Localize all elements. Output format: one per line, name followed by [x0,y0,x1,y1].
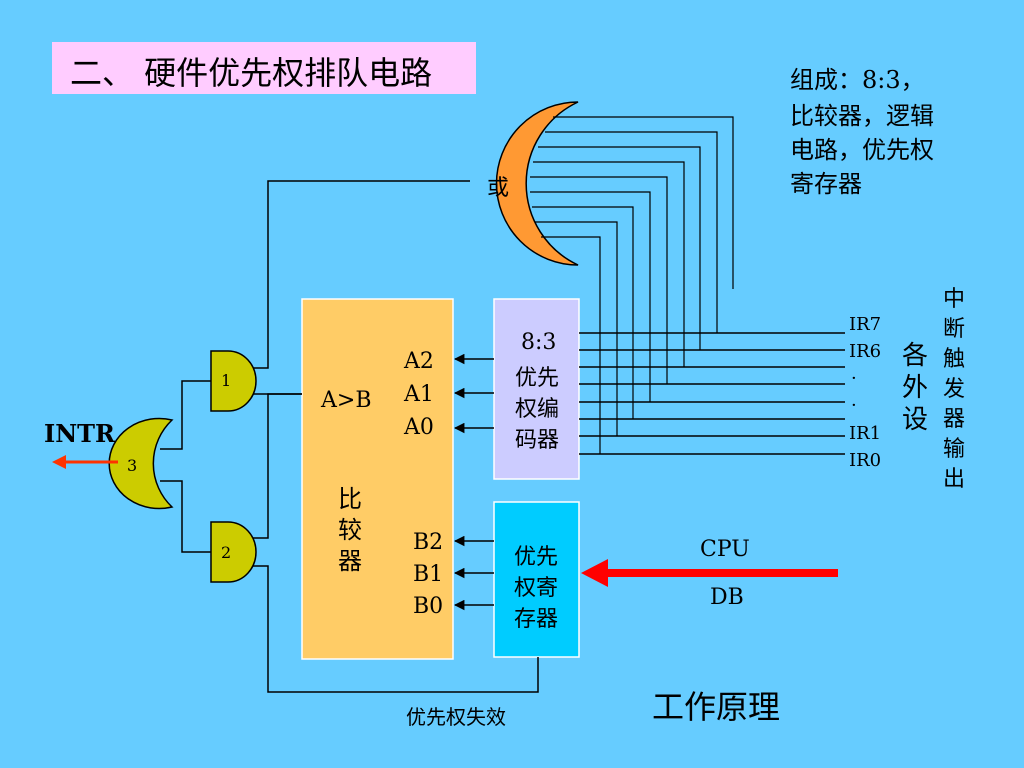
composition-note-line1: 组成：8:3， [790,66,925,94]
or-gate-label: 或 [487,176,510,201]
composition-note-line3: 电路，优先权 [790,136,934,164]
db-label: DB [710,585,744,610]
working-principle-label: 工作原理 [652,688,781,726]
input-b0: B0 [413,594,444,619]
trigger-char-6: 输 [942,437,965,462]
ir-label-dot2: · [851,395,857,416]
input-a2: A2 [404,349,434,374]
ir-label-ir1: IR1 [849,423,882,444]
and-gate-2 [210,521,257,583]
register-line1: 优先 [514,545,559,570]
intr-label: INTR [44,419,115,448]
ir-label-ir6: IR6 [849,341,882,362]
composition-note-line4: 寄存器 [790,170,862,198]
gate-2-label: 2 [221,543,232,562]
composition-note-line2: 比较器，逻辑 [790,102,934,130]
register-line2: 权寄 [514,576,559,601]
or-gate [495,101,579,266]
gate-3-label: 3 [127,456,138,475]
priority-invalid-label: 优先权失效 [406,705,506,729]
gate-1-label: 1 [221,371,232,390]
comparator-name-char-1: 比 [338,485,362,513]
register-block [493,501,580,658]
ir-label-dot1: · [851,368,857,389]
encoder-line3: 权编 [515,397,560,422]
encoder-block [493,298,580,480]
input-a1: A1 [404,382,434,407]
cpu-label: CPU [700,537,750,562]
encoder-line1: 8:3 [521,330,557,355]
trigger-char-4: 发 [942,377,965,402]
comparator-compare-label: A>B [321,388,372,413]
ir-label-ir7: IR7 [849,314,882,335]
trigger-char-5: 器 [942,407,965,432]
trigger-char-7: 出 [942,467,965,492]
ir-label-ir0: IR0 [849,450,882,471]
comparator-name-char-2: 较 [338,516,362,544]
page-title: 二、 硬件优先权排队电路 [70,54,433,92]
title-box: 二、 硬件优先权排队电路 [52,42,476,94]
trigger-char-1: 中 [942,287,965,312]
encoder-line4: 码器 [515,428,560,453]
input-b2: B2 [413,530,444,555]
encoder-line2: 优先 [515,366,560,391]
input-a0: A0 [404,415,434,440]
peripherals-char-3: 设 [902,405,929,435]
peripherals-char-1: 各 [902,341,929,371]
comparator-name-char-3: 器 [338,547,362,575]
trigger-char-2: 断 [942,317,965,342]
or-gate-3 [108,417,174,510]
and-gate-1 [210,350,257,412]
comparator-block [301,298,454,660]
input-b1: B1 [413,562,444,587]
register-line3: 存器 [514,607,559,632]
peripherals-char-2: 外 [902,373,929,403]
trigger-char-3: 触 [942,347,965,372]
